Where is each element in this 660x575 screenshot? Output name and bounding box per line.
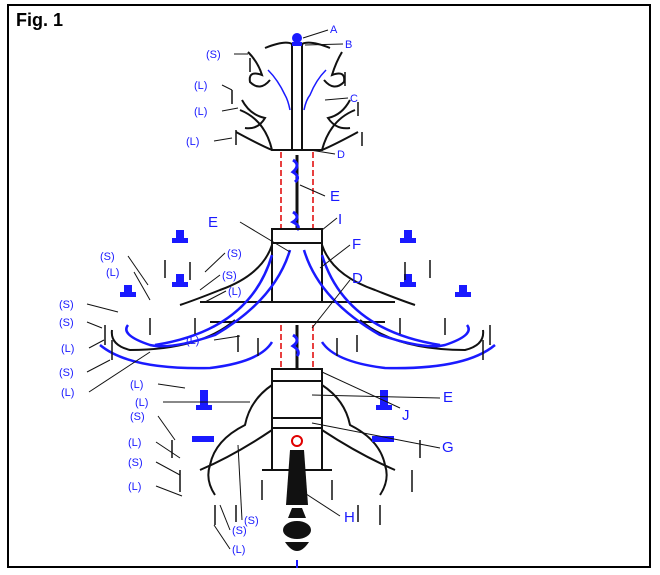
arm-label-s-low-1: (S) bbox=[130, 411, 145, 423]
canopy-drops bbox=[231, 58, 363, 146]
part-label-e-lower: E bbox=[443, 389, 453, 406]
arm-label-s-top: (S) bbox=[206, 49, 221, 61]
arm-label-l-top-3: (L) bbox=[186, 136, 199, 148]
leader-lines bbox=[239, 29, 441, 517]
part-label-j: J bbox=[402, 407, 410, 424]
part-label-g: G bbox=[442, 439, 454, 456]
arm-label-s-low-3: (S) bbox=[244, 515, 259, 527]
arm-label-l-mid-2: (L) bbox=[228, 286, 241, 298]
arm-label-l-top-2: (L) bbox=[194, 106, 207, 118]
rod-lower bbox=[280, 325, 314, 370]
top-canopy bbox=[235, 41, 359, 151]
part-label-b: B bbox=[345, 39, 352, 51]
middle-arms-blue bbox=[99, 249, 496, 370]
arm-label-s-mid-3: (S) bbox=[222, 270, 237, 282]
part-labels: A B C D E E I F D E J G H bbox=[208, 24, 454, 526]
arm-label-s-mid-4: (S) bbox=[59, 299, 74, 311]
part-label-c: C bbox=[350, 93, 358, 105]
arm-label-s-low-2: (S) bbox=[128, 457, 143, 469]
arm-label-l-mid-4: (L) bbox=[186, 335, 199, 347]
arm-label-s-mid-5: (S) bbox=[59, 317, 74, 329]
arm-label-s-low-4: (S) bbox=[232, 525, 247, 537]
canopy-scrolls bbox=[267, 69, 327, 111]
part-label-h: H bbox=[344, 509, 355, 526]
arm-label-l-low-2: (L) bbox=[135, 397, 148, 409]
part-label-d-middle: D bbox=[352, 270, 363, 287]
arm-label-l-low-1: (L) bbox=[130, 379, 143, 391]
arm-label-l-mid-3: (L) bbox=[61, 343, 74, 355]
drops-lower bbox=[171, 440, 421, 525]
arm-label-l-low-3: (L) bbox=[128, 437, 141, 449]
middle-tier bbox=[110, 228, 485, 352]
arm-type-labels: (S) (L) (L) (L) (S) (L) (S) (S) (L) (S) … bbox=[59, 49, 259, 556]
candle-cups-middle bbox=[120, 230, 471, 297]
arm-label-l-low-5: (L) bbox=[232, 544, 245, 556]
part-label-f: F bbox=[352, 236, 361, 253]
part-label-i: I bbox=[338, 211, 342, 228]
arm-label-s-mid-1: (S) bbox=[100, 251, 115, 263]
part-label-a: A bbox=[330, 24, 338, 36]
rod-upper bbox=[280, 152, 314, 232]
part-label-e-middle: E bbox=[208, 214, 218, 231]
arm-label-s-mid-6: (S) bbox=[59, 367, 74, 379]
arm-label-l-mid-5: (L) bbox=[61, 387, 74, 399]
arm-label-l-mid-1: (L) bbox=[106, 267, 119, 279]
figure-label: Fig. 1 bbox=[16, 10, 64, 30]
arm-label-l-top-1: (L) bbox=[194, 80, 207, 92]
figure-frame bbox=[7, 4, 651, 568]
arm-label-l-low-4: (L) bbox=[128, 481, 141, 493]
arm-label-s-mid-2: (S) bbox=[227, 248, 242, 260]
lower-tier bbox=[199, 368, 396, 496]
drops-middle bbox=[104, 260, 491, 360]
finial-top bbox=[292, 33, 302, 46]
part-label-d-upper: D bbox=[337, 149, 345, 161]
part-label-e-upper: E bbox=[330, 188, 340, 205]
bottom-finial bbox=[283, 435, 311, 568]
candle-cups-lower bbox=[192, 390, 394, 442]
